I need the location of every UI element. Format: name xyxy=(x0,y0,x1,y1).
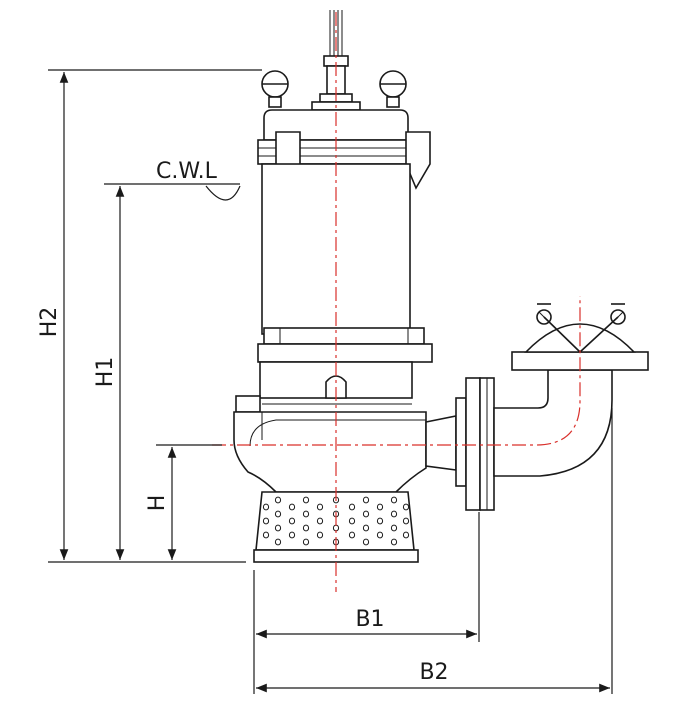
extension-lines xyxy=(48,69,613,694)
strainer-hole xyxy=(402,517,410,525)
strainer-hole xyxy=(390,538,398,546)
strainer-hole xyxy=(262,531,270,539)
lifting-eye-left xyxy=(261,70,289,108)
strainer-hole xyxy=(390,524,398,532)
strainer-hole xyxy=(402,531,410,539)
strainer-hole xyxy=(262,503,270,511)
strainer-hole xyxy=(302,510,310,518)
discharge-elbow xyxy=(493,303,649,477)
strainer-hole xyxy=(348,531,356,539)
suction-strainer xyxy=(253,491,419,563)
strainer-hole xyxy=(376,503,384,511)
dimension-b1-label: B1 xyxy=(355,607,384,632)
discharge-centerline xyxy=(212,296,581,446)
water-level-symbol: C.W.L xyxy=(152,159,241,201)
lifting-eye-right xyxy=(379,70,407,108)
dimension-b2-label: B2 xyxy=(419,660,448,685)
strainer-hole xyxy=(274,510,282,518)
strainer-hole xyxy=(402,503,410,511)
strainer-hole xyxy=(362,524,370,532)
dimension-b2: B2 xyxy=(256,660,610,693)
strainer-hole xyxy=(262,517,270,525)
strainer-hole xyxy=(348,503,356,511)
strainer-hole xyxy=(362,496,370,504)
dimension-h: H xyxy=(145,447,177,560)
dimension-b1: B1 xyxy=(256,607,477,639)
dimension-h1: H1 xyxy=(93,186,125,560)
discharge-nozzle xyxy=(425,377,495,511)
strainer-hole xyxy=(348,517,356,525)
strainer-hole xyxy=(316,503,324,511)
dimension-h-label: H xyxy=(145,495,170,512)
dimension-h2: H2 xyxy=(37,72,69,560)
strainer-hole xyxy=(362,510,370,518)
dimension-h1-label: H1 xyxy=(93,357,118,388)
strainer-hole xyxy=(288,517,296,525)
strainer-hole xyxy=(316,517,324,525)
strainer-hole xyxy=(288,503,296,511)
strainer-hole xyxy=(274,496,282,504)
water-level-label: C.W.L xyxy=(156,159,218,184)
strainer-hole xyxy=(390,510,398,518)
strainer-holes xyxy=(262,496,410,546)
strainer-hole xyxy=(376,531,384,539)
strainer-hole xyxy=(302,524,310,532)
strainer-hole xyxy=(274,524,282,532)
strainer-hole xyxy=(288,531,296,539)
dimension-h2-label: H2 xyxy=(37,307,62,338)
strainer-hole xyxy=(302,496,310,504)
strainer-hole xyxy=(274,538,282,546)
strainer-hole xyxy=(316,531,324,539)
strainer-hole xyxy=(302,538,310,546)
strainer-hole xyxy=(362,538,370,546)
volute-casing xyxy=(233,395,427,493)
lower-band xyxy=(257,327,433,363)
strainer-hole xyxy=(376,517,384,525)
strainer-hole xyxy=(390,496,398,504)
